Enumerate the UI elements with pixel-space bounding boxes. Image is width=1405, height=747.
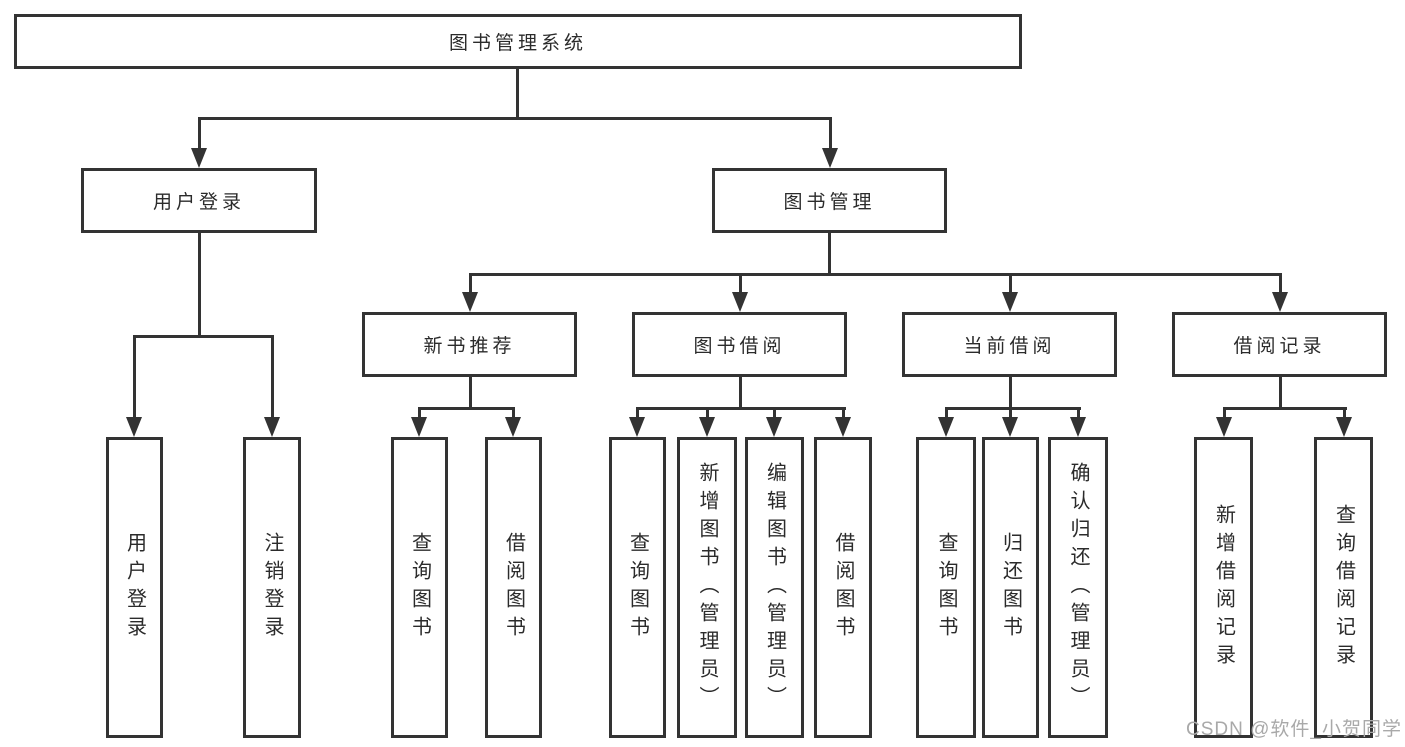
arrowhead-down-icon <box>835 417 851 437</box>
connector-vline <box>1278 273 1282 294</box>
leaf-logout: 注销登录 <box>243 437 301 738</box>
leaf-add-books-admin: 新增图书（管理员） <box>677 437 737 738</box>
connector-vline <box>1008 377 1012 410</box>
connector-vline <box>417 407 421 420</box>
node-user-login: 用户登录 <box>81 168 317 233</box>
connector-hline <box>418 407 515 410</box>
arrowhead-down-icon <box>1002 417 1018 437</box>
arrowhead-down-icon <box>938 417 954 437</box>
connector-vline <box>132 335 136 420</box>
leaf-query-books-recommend: 查询图书 <box>391 437 448 738</box>
connector-vline <box>705 407 709 420</box>
connector-vline <box>1076 407 1080 420</box>
connector-vline <box>772 407 776 420</box>
connector-hline <box>198 117 832 120</box>
leaf-query-books-borrow: 查询图书 <box>609 437 666 738</box>
connector-vline <box>828 117 832 150</box>
connector-vline <box>1222 407 1226 420</box>
connector-vline <box>468 377 472 410</box>
arrowhead-down-icon <box>126 417 142 437</box>
leaf-query-borrow-record: 查询借阅记录 <box>1314 437 1373 738</box>
leaf-edit-books-admin: 编辑图书（管理员） <box>745 437 804 738</box>
arrowhead-down-icon <box>766 417 782 437</box>
arrowhead-down-icon <box>462 292 478 312</box>
leaf-borrow-books: 借阅图书 <box>814 437 872 738</box>
connector-vline <box>944 407 948 420</box>
connector-hline <box>1223 407 1347 410</box>
leaf-return-books: 归还图书 <box>982 437 1039 738</box>
connector-vline <box>635 407 639 420</box>
node-borrow-records: 借阅记录 <box>1172 312 1387 377</box>
connector-vline <box>515 69 519 120</box>
connector-vline <box>738 377 742 410</box>
connector-vline <box>1008 407 1012 420</box>
arrowhead-down-icon <box>822 148 838 168</box>
connector-hline <box>945 407 1081 410</box>
connector-vline <box>827 233 831 276</box>
node-current-borrowing: 当前借阅 <box>902 312 1117 377</box>
arrowhead-down-icon <box>1272 292 1288 312</box>
arrowhead-down-icon <box>1002 292 1018 312</box>
connector-hline <box>133 335 274 338</box>
leaf-confirm-return-admin: 确认归还（管理员） <box>1048 437 1108 738</box>
arrowhead-down-icon <box>629 417 645 437</box>
leaf-borrow-books-recommend: 借阅图书 <box>485 437 542 738</box>
arrowhead-down-icon <box>1336 417 1352 437</box>
arrowhead-down-icon <box>732 292 748 312</box>
leaf-add-borrow-record: 新增借阅记录 <box>1194 437 1253 738</box>
leaf-query-books-current: 查询图书 <box>916 437 976 738</box>
arrowhead-down-icon <box>264 417 280 437</box>
arrowhead-down-icon <box>699 417 715 437</box>
connector-vline <box>511 407 515 420</box>
arrowhead-down-icon <box>191 148 207 168</box>
node-book-borrowing: 图书借阅 <box>632 312 847 377</box>
connector-vline <box>1342 407 1346 420</box>
node-library-system: 图书管理系统 <box>14 14 1022 69</box>
connector-vline <box>270 335 274 420</box>
connector-hline <box>469 273 1282 276</box>
node-new-book-recommend: 新书推荐 <box>362 312 577 377</box>
arrowhead-down-icon <box>1070 417 1086 437</box>
connector-vline <box>1008 273 1012 294</box>
connector-hline <box>636 407 846 410</box>
connector-vline <box>197 117 201 150</box>
arrowhead-down-icon <box>1216 417 1232 437</box>
watermark: CSDN @软件_小贺同学 <box>1186 719 1402 740</box>
connector-vline <box>1278 377 1282 410</box>
connector-vline <box>841 407 845 420</box>
node-book-management: 图书管理 <box>712 168 947 233</box>
connector-vline <box>197 233 201 338</box>
arrowhead-down-icon <box>505 417 521 437</box>
leaf-user-login: 用户登录 <box>106 437 163 738</box>
connector-vline <box>468 273 472 294</box>
connector-vline <box>738 273 742 294</box>
arrowhead-down-icon <box>411 417 427 437</box>
